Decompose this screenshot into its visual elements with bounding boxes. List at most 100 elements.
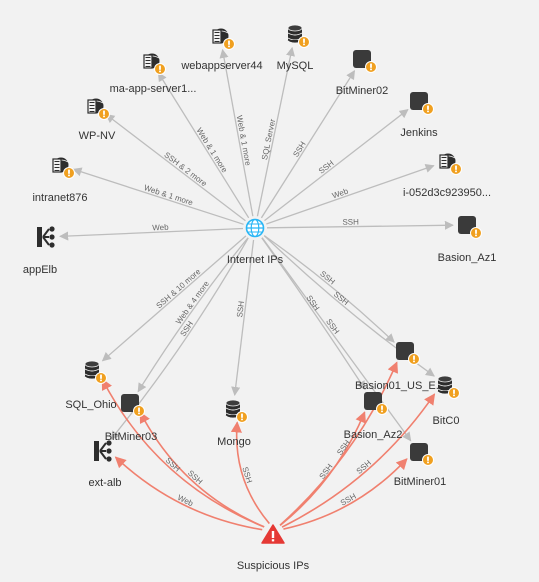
- warning-badge-icon: [236, 411, 248, 423]
- server-rack-icon: [439, 153, 456, 169]
- node-label-basionaz2: Basion_Az2: [344, 429, 403, 441]
- edges-layer: [59, 46, 454, 531]
- node-label-mongo: Mongo: [217, 436, 251, 448]
- edge-mongo[interactable]: [231, 239, 255, 397]
- edge-bitminer03[interactable]: [137, 237, 249, 393]
- edge-label-internet-appelb: Web: [152, 223, 169, 233]
- node-appelb[interactable]: appElb: [23, 226, 57, 276]
- edge-label-internet-webapp: Web & 1 more: [235, 115, 253, 167]
- suspicious-edge-basion01[interactable]: [279, 361, 398, 526]
- database-icon: [84, 360, 100, 380]
- node-sqlohio[interactable]: SQL_Ohio: [65, 360, 117, 411]
- suspicious-edge-mongo[interactable]: [230, 421, 270, 525]
- server-rack-icon: [212, 28, 229, 44]
- node-label-suspicious: Suspicious IPs: [237, 560, 310, 572]
- edge-label-internet-mongo: SSH: [235, 300, 246, 318]
- warning-badge-icon: [95, 372, 107, 384]
- node-label-bitminer01: BitMiner01: [394, 476, 447, 488]
- warning-badge-icon: [154, 63, 166, 75]
- node-label-maapp: ma-app-server1...: [110, 83, 197, 95]
- warning-badge-icon: [223, 38, 235, 50]
- edge-bitminer02[interactable]: [260, 70, 356, 219]
- node-label-intranet: intranet876: [32, 192, 87, 204]
- edge-maapp[interactable]: [157, 72, 250, 219]
- warning-badge-icon: [133, 405, 145, 417]
- server-rack-icon: [87, 98, 104, 114]
- edge-intranet[interactable]: [72, 167, 244, 225]
- warning-badge-icon: [408, 353, 420, 365]
- node-extalb[interactable]: ext-alb: [88, 440, 122, 489]
- edge-basion01[interactable]: [263, 235, 395, 343]
- node-wpnv[interactable]: WP-NV: [79, 98, 116, 143]
- node-label-webapp: webappserver44: [180, 60, 262, 72]
- edge-bitminer01[interactable]: [261, 237, 412, 442]
- warning-badge-icon: [376, 403, 388, 415]
- edge-label-internet-mysql: SQL Server: [260, 118, 277, 161]
- edge-label-internet-basionaz1: SSH: [342, 218, 359, 227]
- warning-badge-icon: [448, 387, 460, 399]
- suspicious-edge-extalb[interactable]: [114, 456, 263, 531]
- edge-appelb[interactable]: [59, 227, 244, 241]
- node-label-mysql: MySQL: [277, 60, 314, 72]
- warning-badge-icon: [450, 163, 462, 175]
- node-basionaz2[interactable]: Basion_Az2: [344, 392, 403, 441]
- node-internet[interactable]: Internet IPs: [227, 218, 284, 267]
- node-label-wpnv: WP-NV: [79, 130, 116, 142]
- node-jenkins[interactable]: Jenkins: [400, 92, 438, 139]
- warning-badge-icon: [298, 36, 310, 48]
- warning-badge-icon: [422, 103, 434, 115]
- globe-icon: [245, 218, 265, 238]
- edge-extalb[interactable]: [110, 237, 249, 441]
- node-basionaz1[interactable]: Basion_Az1: [438, 216, 497, 264]
- edge-basionaz1[interactable]: [266, 220, 454, 230]
- node-suspicious[interactable]: Suspicious IPs: [237, 524, 310, 572]
- node-label-appelb: appElb: [23, 264, 57, 276]
- edge-wpnv[interactable]: [105, 113, 246, 222]
- suspicious-edge-bitminer03[interactable]: [139, 411, 265, 528]
- node-i052[interactable]: i-052d3c923950...: [403, 153, 491, 200]
- edge-webapp[interactable]: [219, 48, 254, 217]
- node-label-basionaz1: Basion_Az1: [438, 252, 497, 264]
- node-bitc0[interactable]: BitC0: [433, 375, 460, 427]
- edge-jenkins[interactable]: [264, 109, 409, 222]
- database-icon: [437, 375, 453, 395]
- warning-badge-icon: [470, 227, 482, 239]
- edge-label-internet-intranet: Web & 1 more: [143, 183, 195, 207]
- alert-triangle-icon: [261, 524, 285, 544]
- suspicious-edge-bitc0[interactable]: [281, 393, 436, 528]
- edge-mysql[interactable]: [256, 46, 295, 217]
- node-label-jenkins: Jenkins: [400, 127, 438, 139]
- edge-sqlohio[interactable]: [101, 235, 247, 362]
- edge-i052[interactable]: [266, 164, 435, 225]
- node-bitminer02[interactable]: BitMiner02: [336, 50, 389, 97]
- warning-badge-icon: [63, 167, 75, 179]
- node-bitminer01[interactable]: BitMiner01: [394, 443, 447, 488]
- load-balancer-icon: [94, 440, 112, 462]
- suspicious-edge-bitminer01[interactable]: [283, 458, 408, 530]
- node-mysql[interactable]: MySQL: [277, 24, 314, 72]
- node-label-internet: Internet IPs: [227, 254, 284, 266]
- node-label-bitc0: BitC0: [433, 415, 460, 427]
- warning-badge-icon: [98, 108, 110, 120]
- edge-label-internet-maapp: Web & 1 more: [195, 126, 230, 175]
- node-mongo[interactable]: Mongo: [217, 399, 251, 448]
- node-label-bitminer03: BitMiner03: [105, 431, 158, 443]
- node-bitminer03[interactable]: BitMiner03: [105, 394, 158, 443]
- load-balancer-icon: [37, 226, 55, 248]
- node-intranet[interactable]: intranet876: [32, 157, 88, 205]
- nodes-layer: webappserver44 MySQL BitMiner02 ma-app-serv…: [23, 24, 497, 572]
- server-rack-icon: [52, 157, 69, 173]
- node-maapp[interactable]: ma-app-server1...: [110, 53, 197, 96]
- node-basion01[interactable]: Basion01_US_E...: [355, 342, 445, 392]
- warning-badge-icon: [365, 61, 377, 73]
- node-webapp[interactable]: webappserver44: [180, 28, 263, 73]
- node-label-sqlohio: SQL_Ohio: [65, 399, 116, 411]
- warning-badge-icon: [422, 454, 434, 466]
- suspicious-edge-sqlohio[interactable]: [101, 378, 265, 528]
- node-label-i052: i-052d3c923950...: [403, 187, 491, 199]
- edge-label-internet-wpnv: SSH & 2 more: [162, 150, 209, 188]
- edge-basionaz2[interactable]: [261, 237, 366, 391]
- node-label-extalb: ext-alb: [88, 477, 121, 489]
